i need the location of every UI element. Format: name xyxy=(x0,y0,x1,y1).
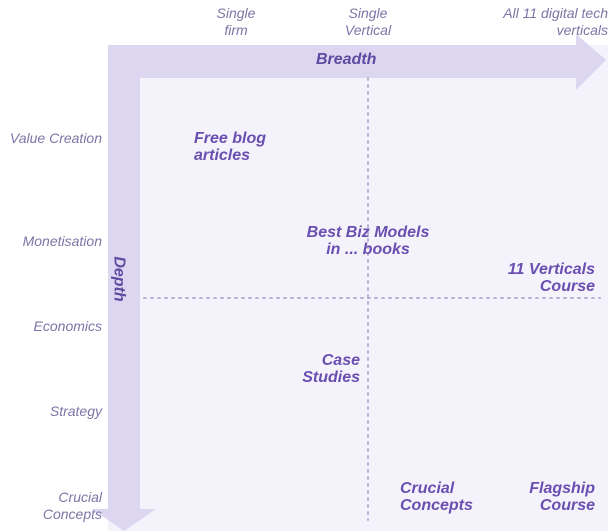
y-tick-strategy: Strategy xyxy=(49,403,102,419)
breadth-axis-title: Breadth xyxy=(316,51,377,68)
y-tick-crucial-concepts: Crucial Concepts xyxy=(42,489,102,522)
x-tick-single-firm: Single firm xyxy=(216,5,256,38)
item-11-verticals-course: 11 Verticals Course xyxy=(507,261,595,295)
y-tick-economics: Economics xyxy=(33,318,102,334)
plot-area xyxy=(108,45,608,531)
y-tick-value-creation: Value Creation xyxy=(9,130,102,146)
item-flagship-course: Flagship Course xyxy=(529,480,595,514)
item-crucial-concepts: Crucial Concepts xyxy=(400,480,473,514)
x-tick-all-verticals: All 11 digital tech verticals xyxy=(503,5,608,38)
item-case-studies: Case Studies xyxy=(302,352,360,386)
depth-axis-title: Depth xyxy=(110,256,128,302)
item-best-biz-models-books: Best Biz Models in ... books xyxy=(306,224,430,258)
x-tick-single-vertical: Single Vertical xyxy=(344,5,392,38)
y-tick-monetisation: Monetisation xyxy=(22,233,102,249)
item-free-blog-articles: Free blog articles xyxy=(194,130,267,164)
